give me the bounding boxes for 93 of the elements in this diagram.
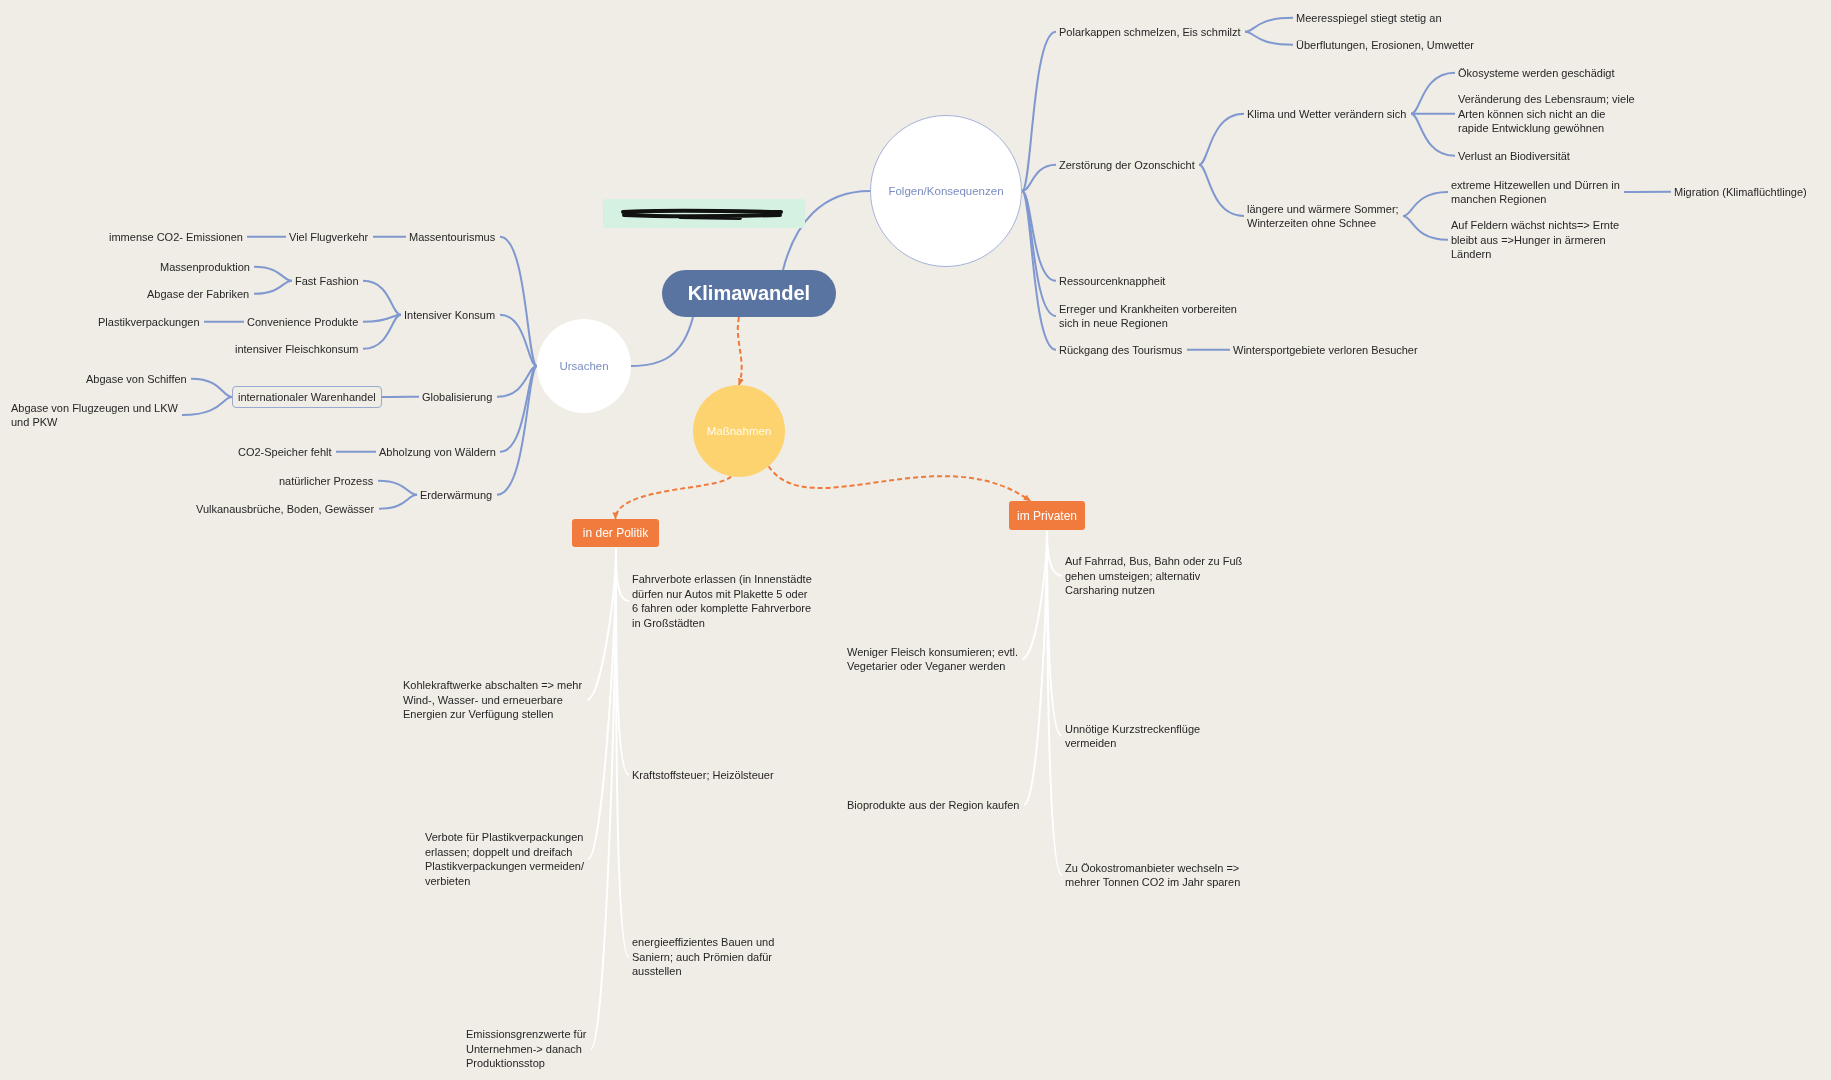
- branch-line: [499, 313, 538, 367]
- topic-text: Emissionsgrenzwerte für Unternehmen-> danach Produktionsstop: [463, 1026, 591, 1072]
- topic-text: Veränderung des Lebensraum; viele Arten können sich nicht an die rapide Entwicklung gewöhnen: [1455, 91, 1639, 137]
- branch-line: [1198, 112, 1245, 166]
- topic-text: Viel Flugverkehr: [286, 228, 373, 245]
- topic-text: Auf Fahrrad, Bus, Bahn oder zu Fuß gehen umsteigen; alternativ Carsharing nutzen: [1062, 553, 1247, 599]
- topic-text: Unnötige Kurzstreckenflüge vermeiden: [1062, 720, 1205, 752]
- topic-text: CO2-Speicher fehlt: [235, 443, 336, 460]
- topic-text: internationaler Warenhandel: [238, 390, 376, 404]
- topic-text: Wintersportgebiete verloren Besucher: [1230, 341, 1422, 358]
- topic-text: Kraftstoffsteuer; Heizölsteuer: [629, 766, 778, 783]
- topic-text: intensiver Fleischkonsum: [232, 340, 363, 357]
- branch-line: [782, 190, 871, 271]
- branch-line: [496, 365, 538, 496]
- topic-text: Weniger Fleisch konsumieren; evtl. Vegetarier oder Veganer werden: [844, 643, 1022, 675]
- dashed-arrow: [614, 475, 732, 520]
- topic-text: längere und wärmere Sommer; Winterzeiten ohne Schnee: [1244, 200, 1403, 232]
- topic-text: Bioprodukte aus der Region kaufen: [844, 796, 1024, 813]
- topic-text: Rückgang des Tourismus: [1056, 341, 1187, 358]
- topic-text: immense CO2- Emissionen: [106, 228, 247, 245]
- topic-text: Abgase von Schiffen: [83, 370, 191, 387]
- topic-text: extreme Hitzewellen und Dürren in manchen Regionen: [1448, 176, 1624, 208]
- redacted-label: [603, 199, 805, 228]
- topic-text: Fast Fashion: [292, 272, 363, 289]
- subtopic-card: [572, 519, 659, 547]
- topic-label: Folgen/Konsequenzen: [888, 185, 1004, 197]
- dashed-arrow: [767, 465, 1032, 502]
- branch-line: [1186, 348, 1231, 351]
- dashed-arrow: [736, 316, 744, 386]
- topic-text: Plastikverpackungen: [95, 313, 204, 330]
- central-topic: [662, 270, 836, 317]
- topic-text: Erderwärmung: [417, 486, 497, 503]
- branch-line: [1021, 190, 1057, 351]
- topic-text: Abgase der Fabriken: [144, 285, 254, 302]
- topic-text: Ökosysteme werden geschädigt: [1455, 64, 1619, 81]
- topic-frame: [232, 386, 382, 408]
- branch-line: [372, 235, 407, 238]
- branch-line: [190, 377, 233, 398]
- branch-line: [1402, 215, 1449, 241]
- topic-label: im Privaten: [1017, 508, 1077, 523]
- branch-line: [1402, 191, 1449, 217]
- topic-text: Convenience Produkte: [244, 313, 363, 330]
- topic-text: Auf Feldern wächst nichts=> Ernte bleibt aus =>Hunger in ärmeren Ländern: [1448, 217, 1624, 263]
- topic-text: natürlicher Prozess: [276, 472, 378, 489]
- subtopic-card: [1009, 501, 1085, 530]
- branch-line: [496, 365, 538, 398]
- topic-text: Verlust an Biodiversität: [1455, 147, 1574, 164]
- branch-line: [246, 235, 287, 238]
- topic-label: Maßnahmen: [706, 425, 772, 437]
- branch-line: [362, 313, 402, 350]
- branch-line: [1410, 112, 1456, 157]
- topic-text: Migration (Klimaflüchtlinge): [1671, 183, 1811, 200]
- branch-line: [1021, 30, 1057, 192]
- branch-line: [1021, 163, 1057, 192]
- branch-line: [630, 316, 694, 367]
- topic-text: Ressourcenknappheit: [1056, 272, 1170, 289]
- topic-text: Globalisierung: [419, 388, 497, 405]
- topic-text: Abgase von Flugzeugen und LKW und PKW: [8, 399, 182, 431]
- topic-text: Überflutungen, Erosionen, Umwetter: [1293, 36, 1478, 53]
- branch-line: [181, 396, 233, 416]
- branch-line: [377, 479, 418, 496]
- topic-text: Massentourismus: [406, 228, 500, 245]
- branch-line: [1623, 190, 1672, 193]
- topic-text: Erreger und Krankheiten vorbereiten sich in neue Regionen: [1056, 300, 1241, 332]
- branch-line: [378, 493, 418, 510]
- branch-line: [253, 279, 293, 295]
- topic-text: Massenproduktion: [157, 258, 254, 275]
- branch-line: [1410, 71, 1456, 115]
- topic-text: Zu Öokostromanbieter wechseln => mehrer Tonnen CO2 im Jahr sparen: [1062, 859, 1245, 891]
- branch-line: [1244, 30, 1294, 46]
- topic-text: Intensiver Konsum: [401, 306, 500, 323]
- topic-text: Verbote für Plastikverpackungen erlassen; doppelt und dreifach Plastikverpackungen vermeiden/ verbieten: [422, 829, 588, 889]
- branch-line: [335, 450, 377, 453]
- branch-line: [499, 235, 538, 367]
- branch-line: [1410, 112, 1456, 115]
- topic-text: Fahrverbote erlassen (in Innenstädte dürfen nur Autos mit Plakette 5 oder 6 fahren oder komplette Fahrverbore in Großstädten: [629, 571, 816, 631]
- topic-text: Kohlekraftwerke abschalten => mehr Wind-, Wasser- und erneuerbare Energien zur Verfügung stellen: [400, 677, 587, 723]
- topic-label: Ursachen: [559, 360, 609, 372]
- topic-text: Klima und Wetter verändern sich: [1244, 105, 1411, 122]
- topic-text: Meeresspiegel stiegt stetig an: [1293, 9, 1446, 26]
- topic-text: energieeffizientes Bauen und Saniern; auch Prömien dafür ausstellen: [629, 934, 779, 980]
- topic-text: Abholzung von Wäldern: [376, 443, 500, 460]
- branch-line: [362, 279, 402, 316]
- branch-line: [1198, 163, 1245, 217]
- topic-title: Klimawandel: [687, 282, 811, 305]
- branch-line: [380, 395, 420, 398]
- branch-line: [203, 320, 245, 323]
- topic-text: Polarkappen schmelzen, Eis schmilzt: [1056, 23, 1245, 40]
- topic-text: Zerstörung der Ozonschicht: [1056, 156, 1199, 173]
- branch-line: [1244, 16, 1294, 33]
- topic-label: in der Politik: [582, 526, 649, 540]
- branch-line: [253, 265, 293, 282]
- topic-text: Vulkanausbrüche, Boden, Gewässer: [193, 500, 379, 517]
